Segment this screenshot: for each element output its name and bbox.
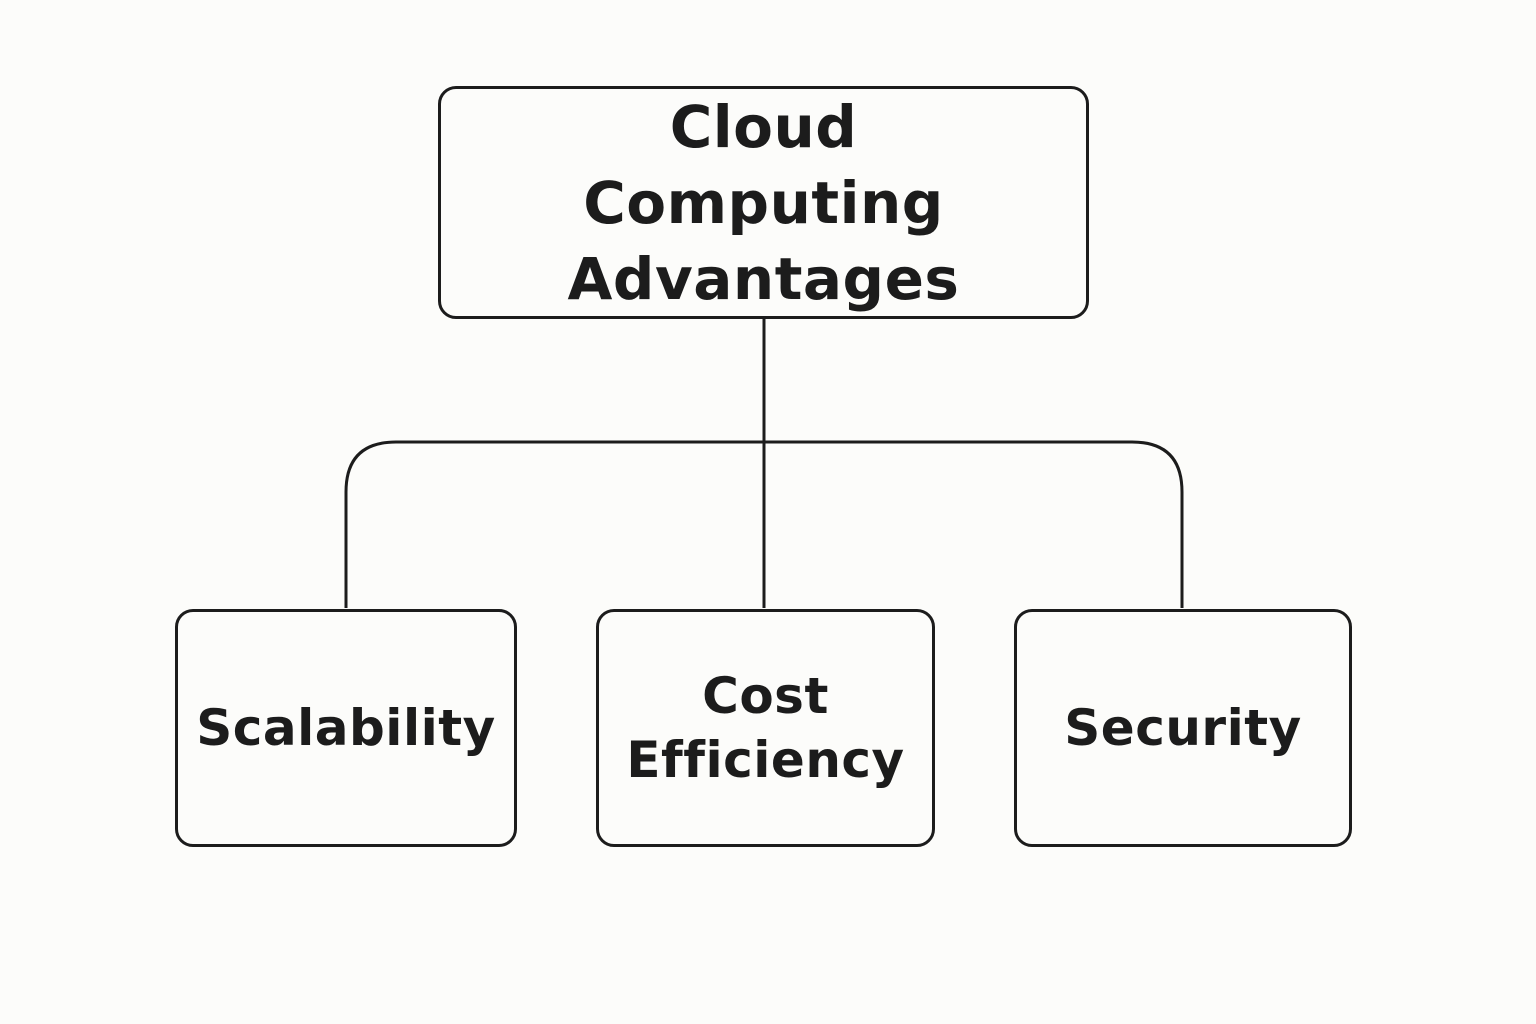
child-node-security: Security <box>1014 609 1352 847</box>
child-node-scalability: Scalability <box>175 609 517 847</box>
root-node: Cloud Computing Advantages <box>438 86 1089 319</box>
child-node-label: Security <box>1064 699 1302 757</box>
child-node-label: Scalability <box>196 699 496 757</box>
child-node-cost-efficiency: Cost Efficiency <box>596 609 935 847</box>
child-node-label: Cost Efficiency <box>626 667 905 789</box>
root-node-label: Cloud Computing Advantages <box>567 92 960 313</box>
